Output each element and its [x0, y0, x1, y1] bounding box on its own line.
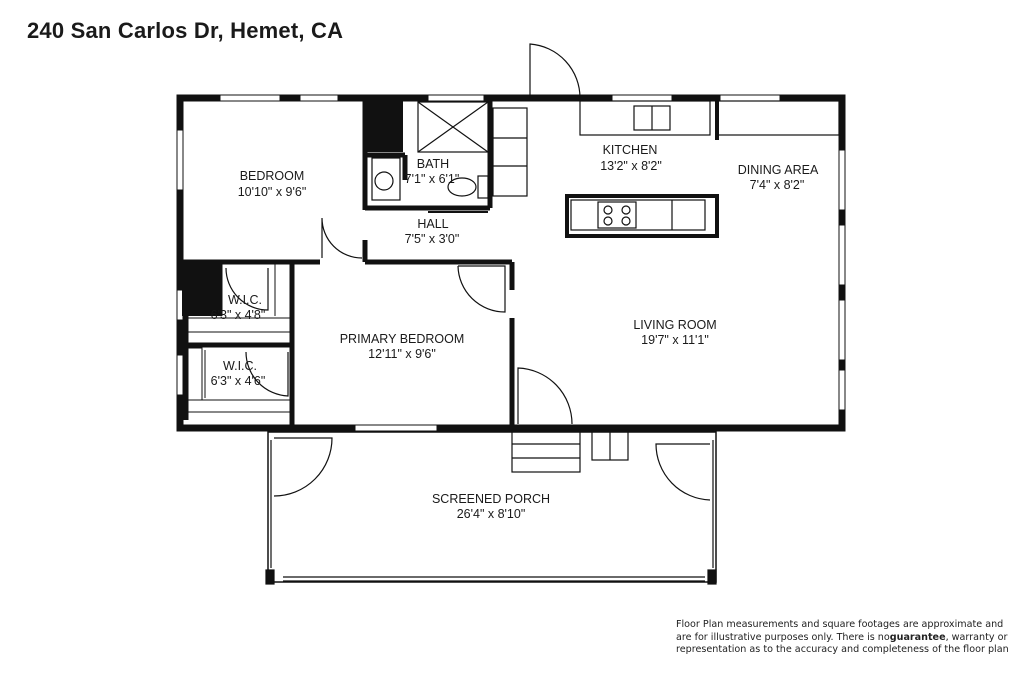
windows	[176, 94, 846, 432]
room-labels: BEDROOM 10'10" x 9'6" BATH 7'1" x 6'1" H…	[211, 143, 819, 521]
living-room-name: LIVING ROOM	[633, 318, 716, 332]
porch-dims: 26'4" x 8'10"	[457, 507, 526, 521]
disclaimer-part-1: Floor Plan measurements and square foota…	[676, 619, 1004, 643]
disclaimer-text: Floor Plan measurements and square foota…	[676, 619, 1012, 657]
porch-steps	[511, 429, 629, 473]
hall-dims: 7'5" x 3'0"	[405, 232, 460, 246]
porch-walls	[265, 431, 717, 585]
kitchen-cabinets	[492, 100, 840, 238]
wic-lower-name: W.I.C.	[223, 359, 257, 373]
wic-lower-dims: 6'3" x 4'6"	[211, 374, 266, 388]
wall-blocks	[182, 100, 403, 316]
doors	[225, 43, 711, 501]
disclaimer-emphasis: guarantee	[889, 631, 946, 643]
wic-upper-name: W.I.C.	[228, 293, 262, 307]
living-room-dims: 19'7" x 11'1"	[641, 333, 709, 347]
kitchen-dims: 13'2" x 8'2"	[600, 159, 662, 173]
bath-dims: 7'1" x 6'1"	[405, 172, 460, 186]
hall-name: HALL	[417, 217, 448, 231]
wic-shelves	[187, 264, 291, 413]
primary-bedroom-dims: 12'11" x 9'6"	[368, 347, 436, 361]
wic-upper-dims: 6'3" x 4'8"	[211, 308, 266, 322]
bedroom-name: BEDROOM	[240, 169, 305, 183]
porch-name: SCREENED PORCH	[432, 492, 550, 506]
dining-dims: 7'4" x 8'2"	[750, 178, 805, 192]
bath-fixtures	[371, 101, 489, 213]
disclaimer-part-2: , warranty or representation as to the a…	[676, 631, 1009, 656]
primary-bedroom-name: PRIMARY BEDROOM	[340, 332, 465, 346]
bath-name: BATH	[417, 157, 449, 171]
bedroom-dims: 10'10" x 9'6"	[238, 185, 307, 199]
kitchen-name: KITCHEN	[603, 143, 658, 157]
dining-name: DINING AREA	[738, 163, 819, 177]
page-title: 240 San Carlos Dr, Hemet, CA	[27, 18, 344, 43]
